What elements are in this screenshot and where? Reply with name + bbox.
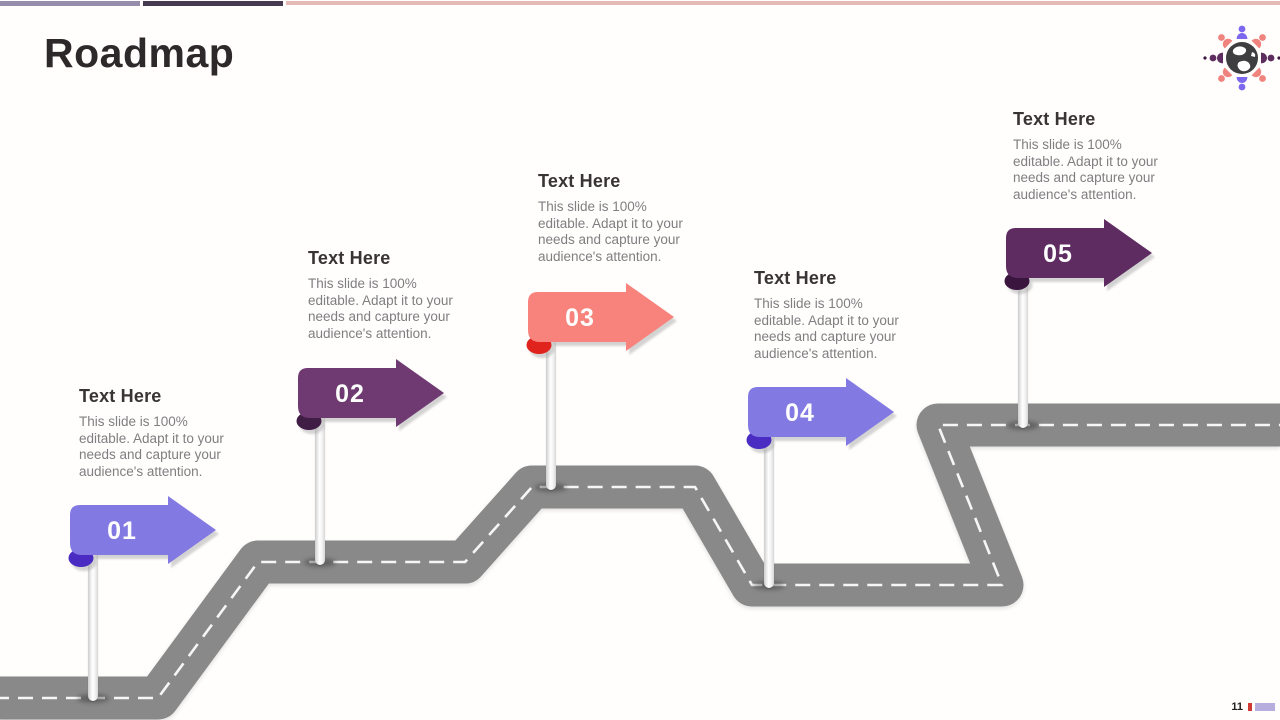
milestone-body-line: This slide is 100% xyxy=(1013,137,1122,152)
top-bar-segment-1 xyxy=(0,1,140,6)
milestone-text-05[interactable]: Text Here This slide is 100% editable. A… xyxy=(1013,109,1193,203)
milestone-body-line: editable. Adapt it to your xyxy=(308,292,453,308)
milestone-title: Text Here xyxy=(79,386,162,406)
slide-title: Roadmap xyxy=(44,30,235,76)
milestone-text-01[interactable]: Text Here This slide is 100% editable. A… xyxy=(79,386,259,480)
milestone-body-line: needs and capture your xyxy=(1013,170,1155,185)
milestone-body-line: needs and capture your xyxy=(538,232,680,247)
footer-red-marker xyxy=(1248,703,1252,711)
globe-icon xyxy=(1226,42,1258,74)
milestone-flag-03[interactable]: 03 xyxy=(526,283,676,361)
milestone-body-line: audience's attention. xyxy=(538,248,662,264)
milestone-title: Text Here xyxy=(1013,109,1096,129)
milestone-body-line: needs and capture your xyxy=(754,329,896,344)
milestone-title: Text Here xyxy=(538,171,621,191)
milestone-body-line: editable. Adapt it to your xyxy=(79,430,224,446)
milestone-body-line: audience's attention. xyxy=(1013,186,1137,202)
milestone-number: 05 xyxy=(1043,240,1073,268)
milestone-number: 01 xyxy=(107,517,137,545)
milestone-title: Text Here xyxy=(754,268,837,288)
milestone-pole-02 xyxy=(315,414,325,565)
milestone-body-line: audience's attention. xyxy=(754,345,878,361)
top-bar-segment-3 xyxy=(286,1,1280,5)
milestone-body-line: editable. Adapt it to your xyxy=(754,312,899,328)
milestone-text-02[interactable]: Text Here This slide is 100% editable. A… xyxy=(308,248,488,342)
milestone-flag-02[interactable]: 02 xyxy=(296,359,446,437)
milestone-title: Text Here xyxy=(308,248,391,268)
milestone-pole-05 xyxy=(1018,274,1028,428)
milestone-pole-03 xyxy=(546,338,556,490)
page-number: 11 xyxy=(1231,701,1243,713)
milestone-flag-05[interactable]: 05 xyxy=(1004,219,1154,297)
footer: 11 xyxy=(1231,701,1275,713)
milestone-number: 03 xyxy=(565,304,595,332)
milestone-body-line: This slide is 100% xyxy=(308,276,417,291)
milestone-flag-04[interactable]: 04 xyxy=(746,378,896,456)
milestone-body-line: This slide is 100% xyxy=(538,199,647,214)
top-bar-segment-2 xyxy=(143,1,283,6)
people-ring xyxy=(1203,25,1280,91)
footer-lavender-marker xyxy=(1255,703,1275,711)
milestone-pole-01 xyxy=(88,551,98,701)
milestone-pole-04 xyxy=(764,433,774,588)
milestone-body-line: audience's attention. xyxy=(308,325,432,341)
milestone-number: 02 xyxy=(335,380,365,408)
milestone-body-line: needs and capture your xyxy=(308,309,450,324)
milestone-body-line: needs and capture your xyxy=(79,447,221,462)
milestone-body-line: editable. Adapt it to your xyxy=(1013,153,1158,169)
milestone-text-04[interactable]: Text Here This slide is 100% editable. A… xyxy=(754,268,934,362)
milestone-text-03[interactable]: Text Here This slide is 100% editable. A… xyxy=(538,171,718,265)
milestone-body-line: audience's attention. xyxy=(79,463,203,479)
milestone-number: 04 xyxy=(785,399,815,427)
milestone-body-line: This slide is 100% xyxy=(79,414,188,429)
milestone-flag-01[interactable]: 01 xyxy=(68,496,218,574)
milestone-body-line: This slide is 100% xyxy=(754,296,863,311)
milestone-body-line: editable. Adapt it to your xyxy=(538,215,683,231)
globe-people-logo-icon xyxy=(1203,25,1280,91)
